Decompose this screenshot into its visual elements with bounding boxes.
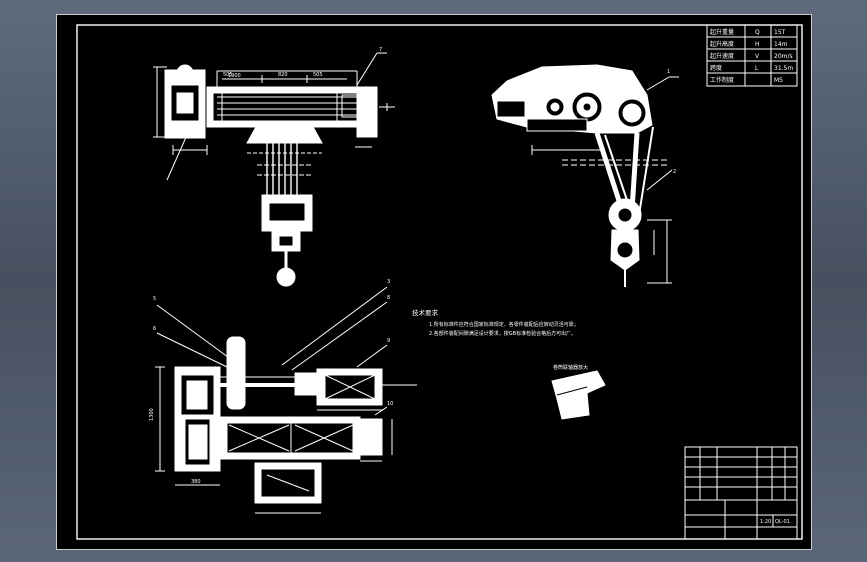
callout-1: 1 bbox=[667, 69, 670, 75]
params-table-text: 起升重量 Q 15T 起升高度 H 14m 起升速度 V 20m/s 跨度 L 31.5m 工作制度 M5 bbox=[710, 28, 793, 84]
callout-7: 7 bbox=[379, 47, 382, 53]
dim-top-1: 1900 bbox=[228, 73, 241, 79]
title-block-drawing-no: QL-01 bbox=[775, 519, 790, 525]
params-cell-name: 起升速度 bbox=[710, 52, 734, 60]
detail-label: 卷筒联轴器放大 bbox=[553, 364, 588, 371]
params-cell-name: 跨度 bbox=[710, 64, 722, 72]
params-cell-value: M5 bbox=[774, 77, 783, 84]
dim-plan-1: 1300 bbox=[149, 408, 155, 421]
params-cell-symbol: V bbox=[755, 53, 760, 60]
coupling-detail bbox=[551, 370, 606, 420]
callout-6: 6 bbox=[153, 326, 156, 332]
callout-2: 2 bbox=[673, 169, 676, 175]
params-cell-symbol: H bbox=[755, 41, 760, 48]
params-cell-value: 20m/s bbox=[774, 53, 793, 60]
title-block-scale: 1:20 bbox=[760, 519, 771, 525]
params-cell-name: 工作制度 bbox=[710, 76, 734, 84]
params-cell-symbol: Q bbox=[755, 29, 760, 36]
params-cell-name: 起升高度 bbox=[710, 40, 734, 48]
params-cell-name: 起升重量 bbox=[710, 28, 734, 36]
cad-drawing: 起升重量 Q 15T 起升高度 H 14m 起升速度 V 20m/s 跨度 L 31.5m 工作制度 M5… bbox=[76, 24, 803, 540]
callout-10: 10 bbox=[387, 401, 393, 407]
params-cell-value: 31.5m bbox=[774, 65, 793, 72]
tech-req-title: 技术要求 bbox=[412, 308, 439, 317]
drawing-sheet: 起升重量 Q 15T 起升高度 H 14m 起升速度 V 20m/s 跨度 L 31.5m 工作制度 M5… bbox=[56, 14, 812, 550]
callout-9: 9 bbox=[387, 338, 390, 344]
trolley-plan-view bbox=[155, 286, 417, 514]
dim-top-3: 820 bbox=[278, 72, 288, 78]
params-cell-symbol: L bbox=[755, 65, 759, 72]
dim-plan-2: 380 bbox=[191, 479, 201, 485]
callout-3: 3 bbox=[387, 279, 390, 285]
callout-8: 8 bbox=[387, 295, 390, 301]
params-cell-value: 15T bbox=[774, 29, 786, 36]
trolley-end-view bbox=[491, 64, 679, 287]
params-table bbox=[706, 24, 798, 87]
trolley-side-view bbox=[153, 52, 395, 287]
tech-req-line-1: 1.所有标准件应符合国家标准规定，各零件装配后应转动灵活可靠； bbox=[429, 321, 579, 328]
dim-top-4: 505 bbox=[313, 72, 323, 78]
dim-top-2: 505 bbox=[223, 72, 233, 78]
callout-5: 5 bbox=[153, 296, 156, 302]
tech-req-line-2: 2.各部件装配间隙满足设计要求，按GB标准检验合格后方可出厂。 bbox=[429, 330, 576, 337]
title-block bbox=[684, 446, 798, 540]
params-cell-value: 14m bbox=[774, 41, 788, 48]
drawing-frame bbox=[76, 24, 803, 540]
